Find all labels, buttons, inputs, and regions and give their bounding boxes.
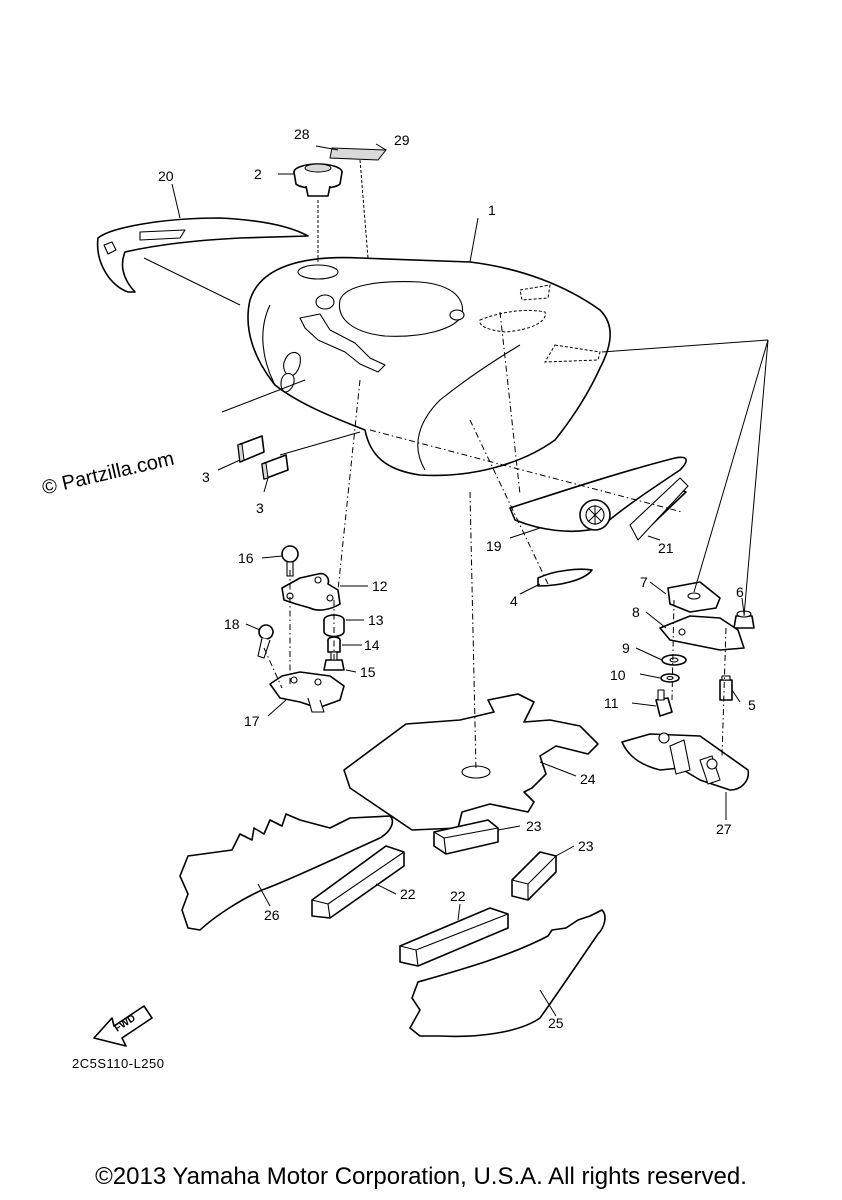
bracket-17[interactable] <box>269 671 345 713</box>
decal-4[interactable] <box>537 568 593 587</box>
callout-24[interactable]: 24 <box>580 771 596 787</box>
bracket-27[interactable] <box>621 732 750 791</box>
callout-12[interactable]: 12 <box>372 578 388 594</box>
callout-14[interactable]: 14 <box>364 637 380 653</box>
callout-5[interactable]: 5 <box>748 697 756 713</box>
cover-26[interactable] <box>179 813 394 931</box>
pad-22a[interactable] <box>311 845 405 919</box>
tank-side-trim-20[interactable] <box>96 217 309 293</box>
callout-13[interactable]: 13 <box>368 612 384 628</box>
decal-3a[interactable] <box>237 435 265 463</box>
callout-23a[interactable]: 23 <box>526 818 542 834</box>
tank-badge-19[interactable] <box>509 456 687 533</box>
callout-19[interactable]: 19 <box>486 538 502 554</box>
bracket-8[interactable] <box>659 615 745 651</box>
callout-23b[interactable]: 23 <box>578 838 594 854</box>
callout-18[interactable]: 18 <box>224 616 240 632</box>
callout-15[interactable]: 15 <box>360 664 376 680</box>
washer-9[interactable] <box>661 654 687 666</box>
plate-7[interactable] <box>667 581 721 613</box>
callout-28[interactable]: 28 <box>294 126 310 142</box>
callout-22b[interactable]: 22 <box>450 888 466 904</box>
fuel-cap[interactable] <box>293 163 343 197</box>
callout-26[interactable]: 26 <box>264 907 280 923</box>
callout-3a[interactable]: 3 <box>202 469 210 485</box>
stud-5[interactable] <box>719 675 733 701</box>
fwd-arrow-icon: FWD <box>93 1005 153 1047</box>
callout-2[interactable]: 2 <box>254 166 262 182</box>
copyright-notice: ©2013 Yamaha Motor Corporation, U.S.A. A… <box>95 1163 747 1190</box>
callout-25[interactable]: 25 <box>548 1015 564 1031</box>
callout-11[interactable]: 11 <box>604 695 619 711</box>
callout-10[interactable]: 10 <box>610 667 626 683</box>
pad-23b[interactable] <box>511 851 557 901</box>
callout-1[interactable]: 1 <box>488 202 496 218</box>
pad-22b[interactable] <box>399 907 509 967</box>
callout-numbers: 1 2 28 29 20 3 3 19 21 4 16 12 13 14 15 … <box>158 126 756 1031</box>
callout-3b[interactable]: 3 <box>256 500 264 516</box>
callout-29[interactable]: 29 <box>394 132 410 148</box>
bracket-12[interactable] <box>281 572 341 611</box>
callout-7[interactable]: 7 <box>640 574 648 590</box>
callout-6[interactable]: 6 <box>736 584 744 600</box>
leader-lines <box>143 143 769 1017</box>
heat-insulator-24[interactable] <box>343 693 599 831</box>
callout-17[interactable]: 17 <box>244 713 260 729</box>
pad-23a[interactable] <box>433 819 499 855</box>
diagram-code: 2C5S110-L250 <box>72 1056 165 1071</box>
fuel-tank[interactable] <box>247 256 611 477</box>
decal-3b[interactable] <box>261 454 289 480</box>
callout-20[interactable]: 20 <box>158 168 174 184</box>
washer-10[interactable] <box>660 673 680 683</box>
callout-22a[interactable]: 22 <box>400 886 416 902</box>
callout-8[interactable]: 8 <box>632 604 640 620</box>
screw-18[interactable] <box>257 624 274 659</box>
callout-9[interactable]: 9 <box>622 640 630 656</box>
label-28-29[interactable] <box>329 147 388 161</box>
callout-16[interactable]: 16 <box>238 550 254 566</box>
bolt-11[interactable] <box>655 689 673 717</box>
cover-25[interactable] <box>409 909 606 1038</box>
nut-6[interactable] <box>733 610 755 629</box>
callout-4[interactable]: 4 <box>510 593 518 609</box>
decal-21[interactable] <box>629 477 689 541</box>
callout-21[interactable]: 21 <box>658 540 674 556</box>
callout-27[interactable]: 27 <box>716 821 732 837</box>
